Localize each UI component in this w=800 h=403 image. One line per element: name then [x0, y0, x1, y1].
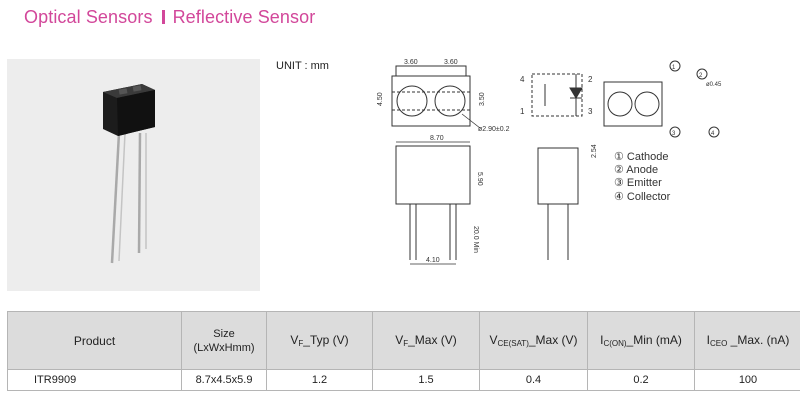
pin-label-2-circuit: 2	[588, 75, 593, 84]
header-ic-min: IC(ON)_Min (mA)	[587, 311, 695, 370]
vce-rest: _Max (V)	[528, 333, 578, 347]
title-separator	[161, 10, 165, 24]
pin-label-3: 3	[672, 131, 676, 137]
cell-vce-max: 0.4	[479, 369, 588, 391]
iceo-rest: _Max. (nA)	[727, 333, 790, 347]
category-title: Optical Sensors	[24, 7, 153, 27]
dim-angle: ø0.45	[706, 82, 722, 88]
pin-label-3-circuit: 3	[588, 107, 593, 116]
table-row: ITR9909 8.7x4.5x5.9 1.2 1.5 0.4 0.2 100	[7, 369, 800, 391]
dim-width-left: 3.60	[404, 59, 418, 66]
vf-typ-rest: _Typ (V)	[303, 333, 349, 347]
vf-max-sub: F	[403, 339, 409, 348]
table-header-row: Product Size (LxWxHmm) VF_Typ (V) VF_Max…	[7, 311, 800, 370]
vce-sub: CE(SAT)	[497, 339, 529, 348]
vce-symbol: V	[489, 333, 498, 347]
header-vf-max: VF_Max (V)	[372, 311, 480, 370]
dim-width-right: 3.60	[444, 59, 458, 66]
ic-sub: C(ON)	[603, 339, 627, 348]
cell-vf-typ: 1.2	[266, 369, 373, 391]
subcategory-title: Reflective Sensor	[172, 7, 316, 27]
ic-symbol: I	[600, 333, 604, 347]
unit-label: UNIT : mm	[276, 60, 329, 72]
dim-length: 8.70	[430, 135, 444, 142]
vf-max-rest: _Max (V)	[408, 333, 457, 347]
pin-label-1: 1	[672, 65, 676, 71]
header-vf-typ: VF_Typ (V)	[266, 311, 373, 370]
spec-table: Product Size (LxWxHmm) VF_Typ (V) VF_Max…	[7, 311, 800, 391]
vf-typ-sub: F	[298, 339, 304, 348]
header-iceo-max: ICEO _Max. (nA)	[694, 311, 800, 370]
ic-rest: _Min (mA)	[626, 333, 682, 347]
header-size-label: Size	[213, 327, 235, 340]
iceo-symbol: I	[706, 333, 710, 347]
dim-height-left: 4.50	[377, 92, 384, 106]
sensor-image	[103, 84, 155, 264]
pin-label-2: 2	[699, 73, 703, 79]
header-vce-max: VCE(SAT)_Max (V)	[479, 311, 588, 370]
pin-emitter: ③ Emitter	[614, 177, 662, 189]
cell-ic-min: 0.2	[587, 369, 695, 391]
cell-vf-max: 1.5	[372, 369, 480, 391]
dim-lead-pitch: 4.10	[426, 257, 440, 264]
dim-body-height: 5.90	[476, 172, 483, 186]
dim-hole: ø2.90±0.2	[478, 126, 510, 133]
pin-label-4-circuit: 4	[520, 75, 525, 84]
header-size: Size (LxWxHmm)	[181, 311, 267, 370]
cell-product: ITR9909	[7, 369, 182, 391]
header-product: Product	[7, 311, 182, 370]
dim-pin-pitch: 2.54	[591, 144, 598, 158]
vf-max-symbol: V	[395, 333, 404, 347]
pin-anode: ② Anode	[614, 164, 658, 176]
cell-iceo-max: 100	[694, 369, 800, 391]
iceo-sub: CEO	[709, 339, 728, 348]
vf-typ-symbol: V	[290, 333, 299, 347]
dim-lead-length: 20.0 Min	[472, 226, 479, 253]
dimension-drawing: 3.60 3.60 4.50 3.50 ø2.90±0.2 8.70 5.90 …	[377, 59, 722, 265]
pin-label-1-circuit: 1	[520, 107, 525, 116]
cell-size: 8.7x4.5x5.9	[181, 369, 267, 391]
pin-label-4: 4	[711, 131, 715, 137]
pin-collector: ④ Collector	[614, 191, 671, 203]
pin-cathode: ① Cathode	[614, 151, 669, 163]
product-photo	[7, 59, 260, 291]
page-title: Optical Sensors Reflective Sensor	[24, 7, 315, 28]
header-size-unit: (LxWxHmm)	[193, 341, 255, 354]
dim-height-right: 3.50	[479, 92, 486, 106]
